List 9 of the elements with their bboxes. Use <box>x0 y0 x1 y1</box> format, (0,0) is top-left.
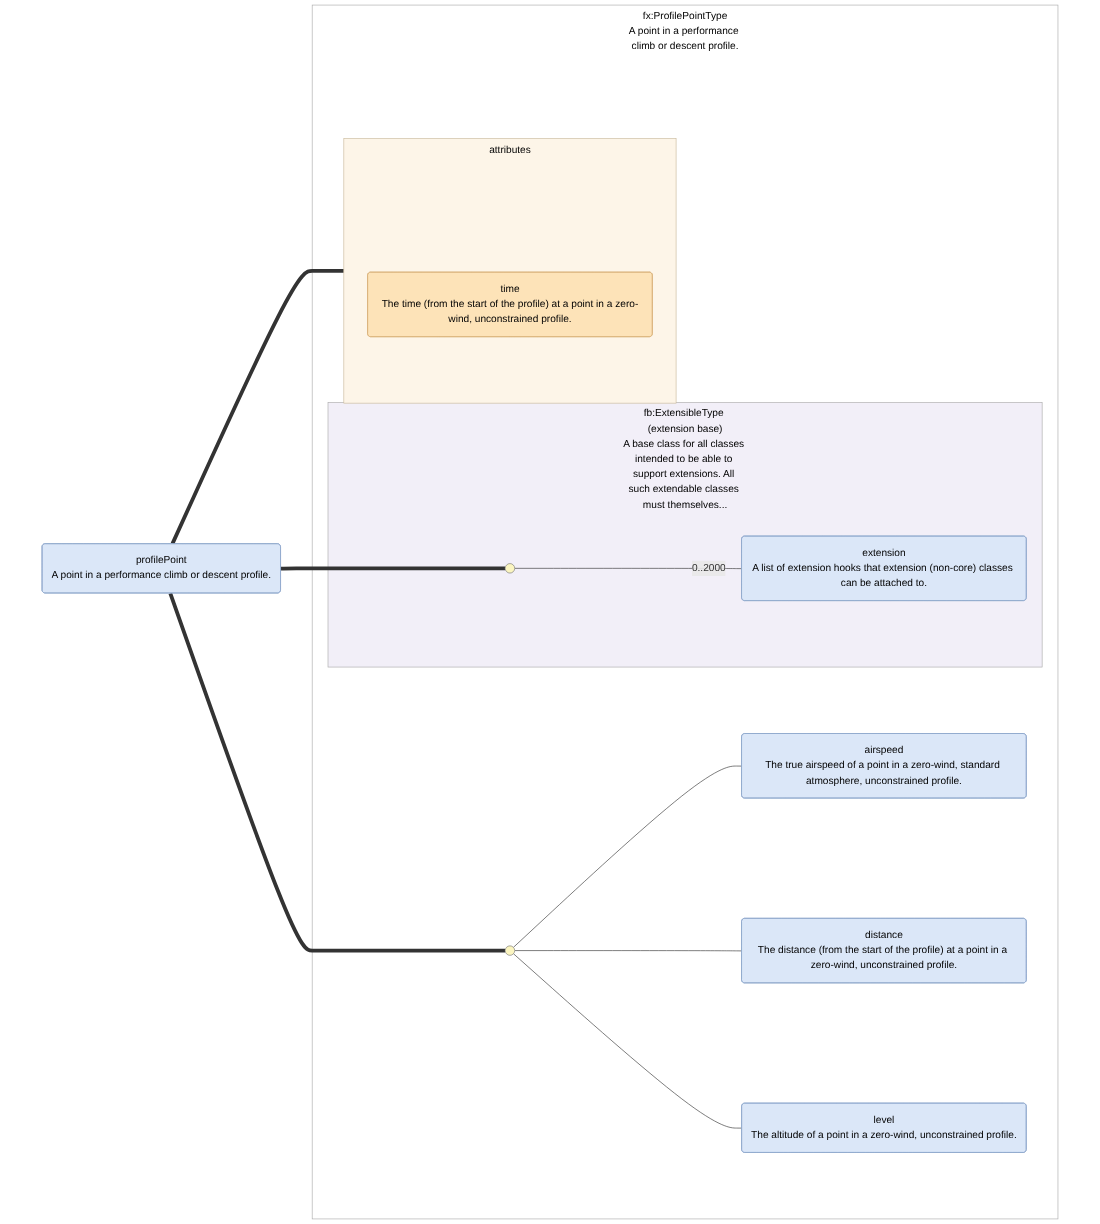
node-circle <box>504 945 515 956</box>
connector <box>513 953 743 1129</box>
connector <box>168 592 506 953</box>
node-circle <box>504 563 515 574</box>
connector <box>514 568 743 569</box>
connector <box>170 268 344 545</box>
connector <box>514 950 743 952</box>
connector <box>280 566 506 571</box>
connector <box>513 765 743 948</box>
